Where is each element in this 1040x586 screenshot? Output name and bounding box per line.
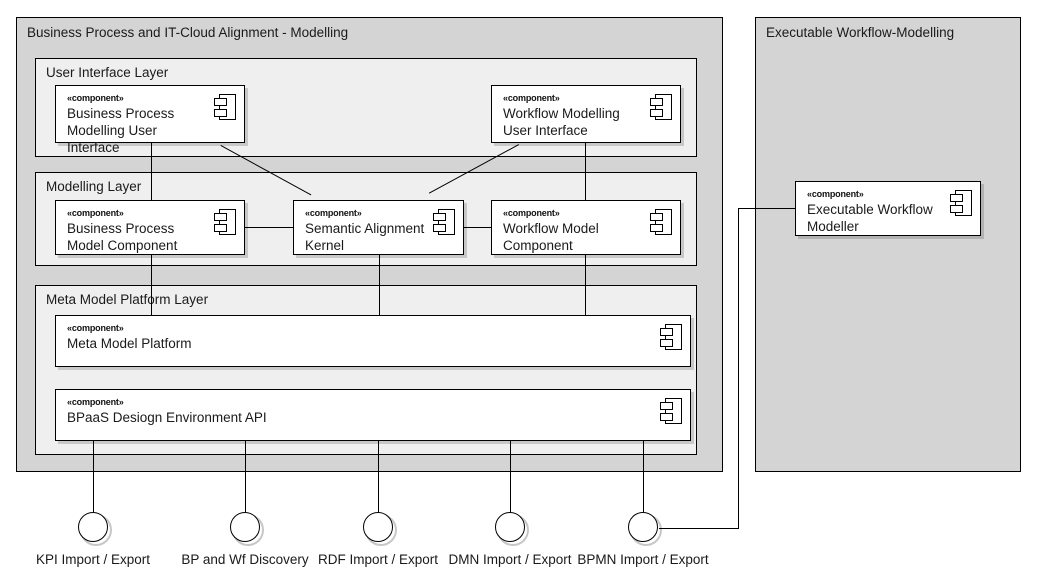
connector-api-to-bpmn xyxy=(643,441,644,512)
interface-circle-icon xyxy=(78,512,108,542)
interface-bpmn-import-export[interactable] xyxy=(628,512,662,546)
connector-wfui-to-wfmodel xyxy=(585,143,586,200)
connector-bpmn-to-modeller-seg2 xyxy=(738,208,739,529)
interface-rdf-import-export-label: RDF Import / Export xyxy=(317,552,439,567)
interface-circle-icon xyxy=(495,512,525,542)
component-meta-model-platform[interactable]: «component» Meta Model Platform xyxy=(55,315,691,367)
component-icon xyxy=(660,398,682,424)
interface-bp-and-wf-discovery-label: BP and Wf Discovery xyxy=(181,552,309,567)
connector-bpui-to-bpmodel xyxy=(151,143,152,200)
component-icon xyxy=(660,324,682,350)
stereotype-label: «component» xyxy=(807,189,864,200)
component-icon xyxy=(950,190,972,216)
layer-meta-model-platform-title: Meta Model Platform Layer xyxy=(46,292,209,307)
connector-kernel-to-metaplatform xyxy=(379,255,380,315)
component-icon xyxy=(650,94,672,120)
stereotype-label: «component» xyxy=(305,208,362,219)
interface-bpmn-import-export-label: BPMN Import / Export xyxy=(577,552,709,567)
component-name: Meta Model Platform xyxy=(67,336,192,351)
interface-circle-icon xyxy=(363,512,393,542)
package-executable-workflow-title: Executable Workflow-Modelling xyxy=(766,25,955,40)
component-name: Executable Workflow Modeller xyxy=(807,202,933,234)
connector-api-to-rdf xyxy=(378,441,379,512)
component-business-process-model-component[interactable]: «component» Business Process Model Compo… xyxy=(55,200,245,255)
connector-kernel-to-wfmodel xyxy=(464,227,491,228)
interface-kpi-import-export[interactable] xyxy=(78,512,112,546)
interface-circle-icon xyxy=(628,512,658,542)
component-semantic-alignment-kernel[interactable]: «component» Semantic Alignment Kernel xyxy=(293,200,464,255)
connector-bpmodel-to-kernel xyxy=(245,227,293,228)
component-name: Semantic Alignment Kernel xyxy=(305,221,425,253)
component-workflow-modelling-user-interface[interactable]: «component» Workflow Modelling User Inte… xyxy=(491,85,681,143)
layer-user-interface-title: User Interface Layer xyxy=(46,65,169,80)
interface-kpi-import-export-label: KPI Import / Export xyxy=(35,552,151,567)
layer-modelling-title: Modelling Layer xyxy=(46,179,142,194)
stereotype-label: «component» xyxy=(503,208,560,219)
interface-dmn-import-export[interactable] xyxy=(495,512,529,546)
component-workflow-model-component[interactable]: «component» Workflow Model Component xyxy=(491,200,681,255)
connector-api-to-kpi xyxy=(93,441,94,512)
component-executable-workflow-modeller[interactable]: «component» Executable Workflow Modeller xyxy=(795,181,981,236)
component-icon xyxy=(214,94,236,120)
interface-circle-icon xyxy=(230,512,260,542)
stereotype-label: «component» xyxy=(67,397,124,408)
connector-bpmn-to-modeller-seg3 xyxy=(738,208,795,209)
interface-dmn-import-export-label: DMN Import / Export xyxy=(448,552,572,567)
component-name: Business Process Modelling User Interfac… xyxy=(67,106,175,155)
connector-bpmn-to-modeller-seg1 xyxy=(659,528,739,529)
component-name: Workflow Model Component xyxy=(503,221,599,253)
stereotype-label: «component» xyxy=(67,323,124,334)
stereotype-label: «component» xyxy=(503,93,560,104)
connector-wfmodel-to-metaplatform xyxy=(585,255,586,315)
interface-rdf-import-export[interactable] xyxy=(363,512,397,546)
component-name: Workflow Modelling User Interface xyxy=(503,106,620,138)
package-main-title: Business Process and IT-Cloud Alignment … xyxy=(27,25,349,40)
stereotype-label: «component» xyxy=(67,93,124,104)
component-icon xyxy=(650,209,672,235)
stereotype-label: «component» xyxy=(67,208,124,219)
component-icon xyxy=(214,209,236,235)
connector-bpmodel-to-metaplatform xyxy=(151,255,152,315)
component-icon xyxy=(433,209,455,235)
package-executable-workflow[interactable]: Executable Workflow-Modelling xyxy=(755,17,1021,472)
component-bpaas-design-environment-api[interactable]: «component» BPaaS Desiogn Environment AP… xyxy=(55,389,691,441)
interface-bp-and-wf-discovery[interactable] xyxy=(230,512,264,546)
component-name: Business Process Model Component xyxy=(67,221,178,253)
connector-api-to-bpwf xyxy=(245,441,246,512)
component-name: BPaaS Desiogn Environment API xyxy=(67,410,267,425)
connector-api-to-dmn xyxy=(510,441,511,512)
component-business-process-modelling-user-interface[interactable]: «component» Business Process Modelling U… xyxy=(55,85,245,155)
